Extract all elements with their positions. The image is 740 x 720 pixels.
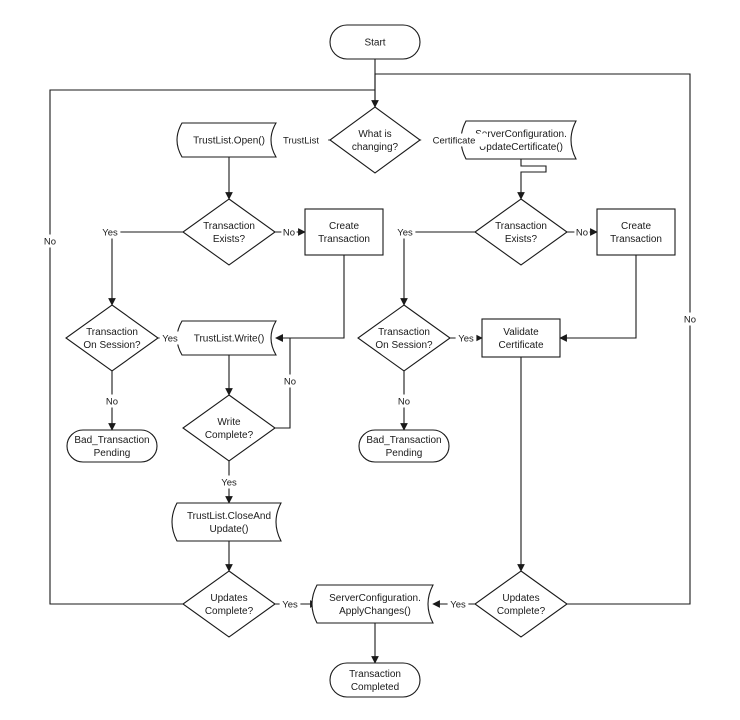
node-label: Update() [210,524,249,535]
node-label: Transaction [495,221,547,232]
svg-text:No: No [684,314,696,325]
svg-text:Yes: Yes [162,333,178,344]
node-label: ServerConfiguration. [475,129,567,140]
node-label: Complete? [497,606,546,617]
edge-label-yes-updates-r: Yes [447,597,469,611]
node-label: Create [329,221,359,232]
node-label: Pending [94,448,131,459]
edge-label-no-updates-l: No [42,234,58,248]
node-label: Updates [502,593,539,604]
update-certificate-to-transaction-exists [517,159,547,200]
updates-complete-no-loop-left [49,89,375,605]
trustlist-open-step: TrustList.Open() [176,122,277,158]
node-label: Transaction [318,234,370,245]
serverconfiguration-update-certificate-step: ServerConfiguration. UpdateCertificate() [460,120,577,160]
node-label: Transaction [610,234,662,245]
svg-text:Yes: Yes [458,333,474,344]
node-label: ServerConfiguration. [329,593,421,604]
transaction-on-session-decision-left: Transaction On Session? [65,304,159,372]
node-label: Create [621,221,651,232]
edge-label-no-tx-l: No [281,225,297,239]
edge-label-certificate: Certificate [421,133,487,147]
svg-text:Certificate: Certificate [433,135,476,146]
create-transaction-to-validate [559,255,637,342]
edge-label-yes-updates-l: Yes [279,597,301,611]
node-label: What is [358,129,391,140]
edge-label-yes-session-r: Yes [455,331,477,345]
node-label: Pending [386,448,423,459]
node-label: ApplyChanges() [339,606,411,617]
edge-label-trustlist: TrustList [273,133,329,147]
node-label: Exists? [213,234,246,245]
node-label: Complete? [205,430,254,441]
edge-label-no-session-r: No [396,394,412,408]
start-terminator: Start [329,24,421,60]
transaction-exists-yes-to-session-left [108,231,183,306]
updates-complete-no-loop-right [374,73,691,605]
node-label: changing? [352,142,399,153]
svg-text:Yes: Yes [282,599,298,610]
svg-text:No: No [44,236,56,247]
transaction-on-session-decision-right: Transaction On Session? [357,304,451,372]
svg-text:Yes: Yes [450,599,466,610]
node-label: Complete? [205,606,254,617]
svg-text:No: No [576,227,588,238]
svg-text:Yes: Yes [397,227,413,238]
node-label: Start [364,38,385,49]
node-label: Transaction [378,327,430,338]
node-label: Transaction [203,221,255,232]
edge-label-no-tx-r: No [574,225,590,239]
create-transaction-to-write [275,255,345,342]
edge-label-no-session-l: No [104,394,120,408]
node-label: Exists? [505,234,538,245]
trustlist-write-step: TrustList.Write() [176,320,277,356]
node-label: Bad_Transaction [74,435,149,446]
svg-text:No: No [398,396,410,407]
node-label: Updates [210,593,247,604]
node-label: On Session? [83,340,141,351]
transaction-exists-yes-to-session-right [400,231,475,306]
edge-label-yes-tx-l: Yes [99,225,121,239]
node-label: On Session? [375,340,433,351]
node-label: TrustList.Write() [194,334,265,345]
svg-text:TrustList: TrustList [283,135,319,146]
node-label: Certificate [498,340,543,351]
svg-text:Yes: Yes [102,227,118,238]
node-label: TrustList.CloseAnd [187,511,271,522]
svg-text:No: No [284,376,296,387]
node-label: Transaction [349,669,401,680]
node-label: UpdateCertificate() [479,142,563,153]
serverconfiguration-applychanges-step: ServerConfiguration. ApplyChanges() [311,584,434,624]
node-label: Bad_Transaction [366,435,441,446]
node-label: Write [217,417,241,428]
edge-label-yes-tx-r: Yes [394,225,416,239]
edge-label-no-write: No [282,374,298,388]
edge-label-no-updates-r: No [682,312,698,326]
what-is-changing-decision: What is changing? [329,106,421,174]
svg-text:Yes: Yes [221,477,237,488]
node-label: Transaction [86,327,138,338]
svg-text:No: No [283,227,295,238]
node-label: Validate [503,327,539,338]
node-label: Completed [351,682,399,693]
edge-label-yes-session-l: Yes [159,331,181,345]
edge-label-yes-write: Yes [218,475,240,489]
node-label: TrustList.Open() [193,136,265,147]
svg-text:No: No [106,396,118,407]
